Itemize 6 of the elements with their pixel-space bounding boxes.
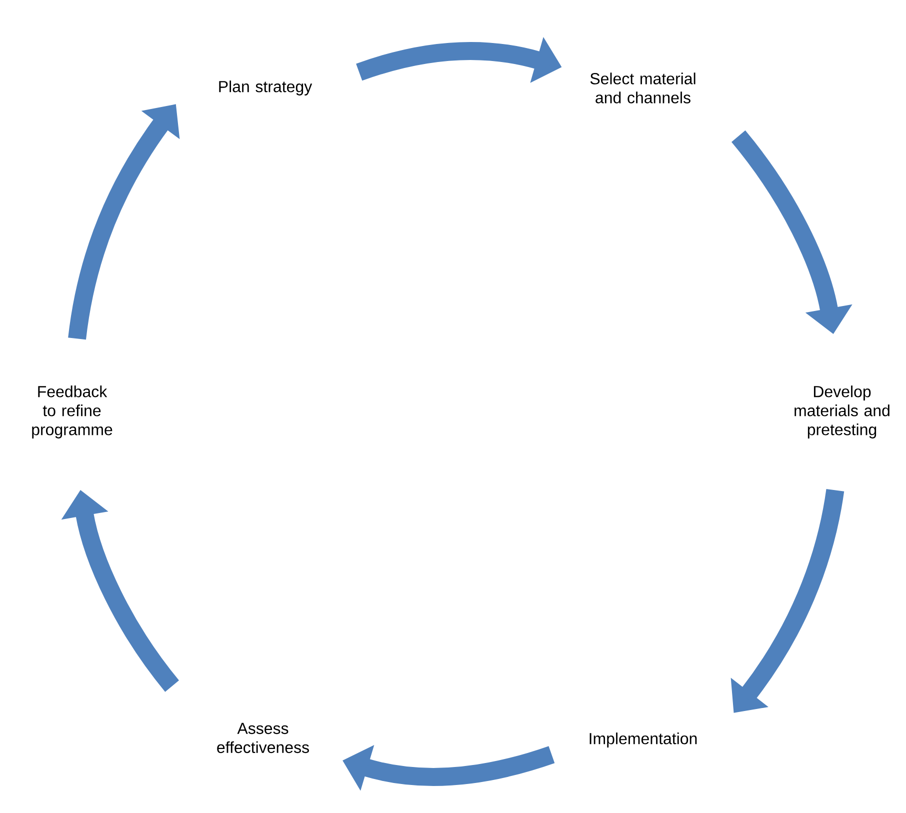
step-label: Select material and channels [590, 72, 696, 104]
step-label: Develop materials and pretesting [794, 386, 890, 438]
step-label: Implementation [590, 732, 697, 748]
step-label: Feedback to refine programme [32, 386, 112, 438]
step-label: Plan strategy [219, 80, 312, 96]
step-label: Assess effectiveness [217, 722, 309, 754]
